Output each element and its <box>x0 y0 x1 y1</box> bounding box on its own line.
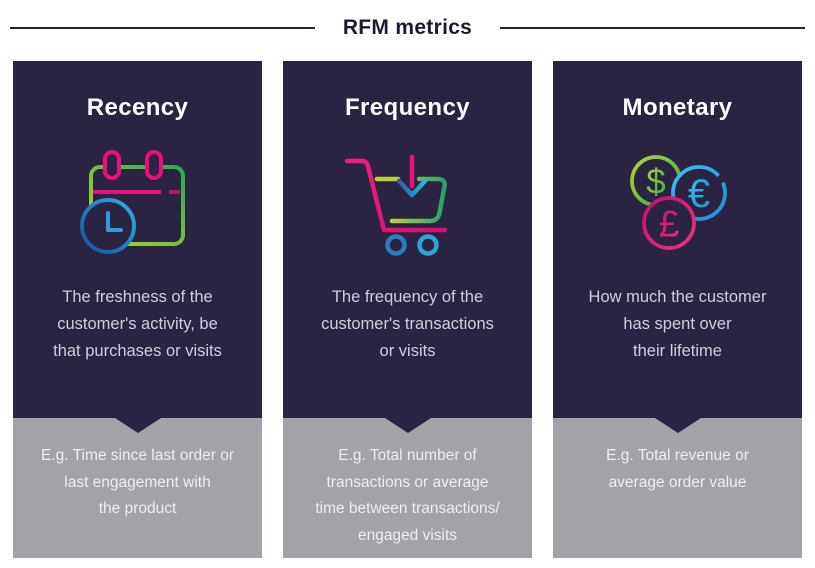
page-header: RFM metrics <box>0 0 815 40</box>
card-example: E.g. Total number of transactions or ave… <box>315 447 500 544</box>
card-example: E.g. Time since last order or last engag… <box>41 447 234 517</box>
title-rule-left <box>10 27 315 29</box>
calendar-clock-icon <box>79 150 185 254</box>
card-example: E.g. Total revenue or average order valu… <box>606 447 749 491</box>
card-notch <box>114 418 161 433</box>
card-frequency-example-panel: E.g. Total number of transactions or ave… <box>283 418 532 558</box>
currency-circles-icon: $ € £ <box>629 155 727 250</box>
card-description: The freshness of the customer's activity… <box>53 288 222 360</box>
page-title: RFM metrics <box>342 16 473 39</box>
card-frequency: Frequency <box>283 61 532 558</box>
title-rule-right <box>500 27 805 29</box>
card-recency: Recency <box>13 61 262 558</box>
card-title: Monetary <box>622 94 733 121</box>
card-recency-top: Recency <box>13 61 262 433</box>
card-title: Frequency <box>345 94 470 121</box>
card-monetary: Monetary $ <box>553 61 802 558</box>
card-notch <box>384 418 431 433</box>
card-description: How much the customer has spent over the… <box>588 288 767 360</box>
card-monetary-top: Monetary $ <box>553 61 802 433</box>
rfm-cards: Recency <box>0 61 815 558</box>
card-recency-example-panel: E.g. Time since last order or last engag… <box>13 418 262 558</box>
pound-symbol: £ <box>658 204 679 245</box>
dollar-symbol: $ <box>646 163 665 202</box>
card-monetary-example-panel: E.g. Total revenue or average order valu… <box>553 418 802 558</box>
euro-symbol: € <box>687 172 709 216</box>
card-frequency-top: Frequency <box>283 61 532 433</box>
cart-arrow-down-icon <box>344 154 447 256</box>
card-notch <box>654 418 701 433</box>
card-description: The frequency of the customer's transact… <box>321 288 494 360</box>
card-title: Recency <box>86 94 189 121</box>
